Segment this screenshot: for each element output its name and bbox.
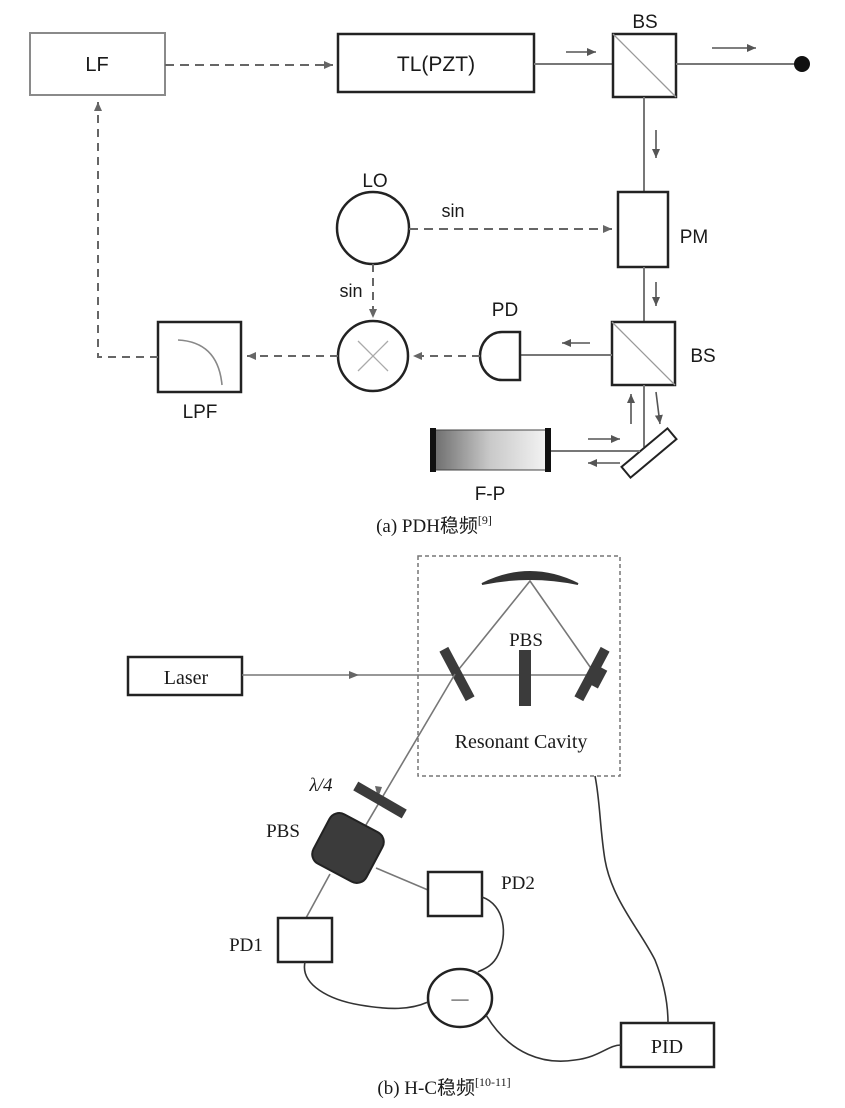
cable-subtractor-to-pid <box>485 1014 622 1062</box>
arrow-down-to-mirror <box>654 391 663 425</box>
pd2-label: PD2 <box>501 873 535 894</box>
cable-pd1-to-subtractor <box>303 961 429 1010</box>
caption-a: (a) PDH稳频[9] <box>376 513 492 537</box>
lf-box: LF <box>29 32 166 96</box>
sin-down-label: sin <box>339 281 362 301</box>
dashed-lpf-to-lf <box>94 102 158 358</box>
tl-pzt-label: TL(PZT) <box>397 53 475 76</box>
cavity-pbs-plate <box>519 650 531 706</box>
pd-label: PD <box>492 300 518 321</box>
reflected-arrowhead <box>375 786 382 798</box>
pbs-cavity-label: PBS <box>509 630 543 651</box>
bs-mid-cube: BS <box>610 320 716 387</box>
beam-cavity-to-pbs <box>349 673 456 853</box>
pd2-box: PD2 <box>426 870 535 918</box>
output-dot <box>794 56 810 72</box>
curved-mirror <box>481 571 579 585</box>
cable-cavity-to-pid <box>594 775 669 1024</box>
pid-box: PID <box>619 1021 716 1069</box>
pid-label: PID <box>651 1036 683 1058</box>
beam-arrowhead <box>349 671 359 679</box>
cavity-beam-triangle <box>454 579 596 675</box>
fold-mirror <box>620 426 678 480</box>
tl-pzt-box: TL(PZT) <box>336 32 536 94</box>
laser-box: Laser <box>126 655 244 697</box>
mixer <box>336 319 410 393</box>
fp-cavity: F-P <box>430 428 551 505</box>
pm-box: PM <box>616 190 709 269</box>
pd-detector: PD <box>478 300 522 382</box>
panel-b-hc: Laser PBS Resonant Cavity λ/4 PBS <box>126 555 716 1099</box>
pd1-box: PD1 <box>229 916 334 964</box>
laser-label: Laser <box>164 667 209 689</box>
subtractor-label: — <box>451 989 470 1008</box>
pd1-label: PD1 <box>229 935 263 956</box>
bs-top-label: BS <box>632 12 657 33</box>
fp-label: F-P <box>475 484 506 505</box>
quarter-wave-plate <box>353 781 407 819</box>
cable-pd2-to-subtractor <box>477 896 505 973</box>
panel-a-pdh: LF TL(PZT) BS LO sin <box>29 12 810 537</box>
sin-right-label: sin <box>441 201 464 221</box>
resonant-cavity-label: Resonant Cavity <box>455 731 588 753</box>
pm-label: PM <box>680 227 709 248</box>
bs-top-cube: BS <box>611 12 678 99</box>
lo-oscillator: LO <box>335 171 411 266</box>
right-cavity-mirror <box>574 646 610 702</box>
beam-pbs-to-pd1 <box>305 873 331 919</box>
lpf-box: LPF <box>156 320 243 423</box>
lambda4-label: λ/4 <box>308 775 333 796</box>
beam-pbs-to-pd2 <box>375 867 429 891</box>
input-coupler-mirror <box>439 646 475 702</box>
pbs-main-label: PBS <box>266 821 300 842</box>
lpf-label: LPF <box>183 402 218 423</box>
main-pbs-cube <box>311 812 385 884</box>
caption-b: (b) H-C稳频[10-11] <box>377 1075 510 1099</box>
subtractor: — <box>426 967 494 1029</box>
lf-label: LF <box>85 54 108 76</box>
bs-mid-label: BS <box>690 346 715 367</box>
resonant-cavity-frame <box>417 555 621 777</box>
lo-label: LO <box>362 171 387 192</box>
